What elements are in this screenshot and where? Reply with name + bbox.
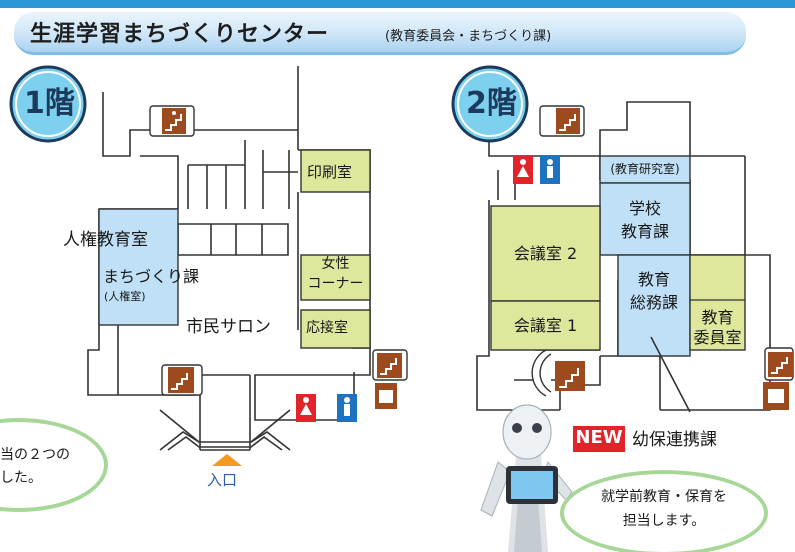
- room-machizukuri-sublabel: (人権室): [104, 290, 146, 303]
- new-dept-label: 幼保連携課: [632, 430, 717, 450]
- new-badge: [573, 426, 625, 452]
- room-reception-label: 応接室: [306, 320, 348, 336]
- toilet-male-icon: [337, 394, 357, 422]
- bubble-right-line2: 担当します。: [622, 513, 706, 529]
- room-conference-2: [490, 205, 601, 302]
- room-conference2-label: 会議室 2: [513, 244, 578, 263]
- room-conference-1: [490, 300, 601, 351]
- toilet-female-icon: [296, 394, 316, 422]
- new-badge-label: NEW: [575, 427, 623, 448]
- room-general-sublabel: 総務課: [629, 293, 678, 312]
- header-bar: [0, 0, 795, 8]
- room-school-label: 学校: [628, 199, 661, 218]
- toilet-female-icon: [513, 156, 533, 184]
- badge-floor1: [9, 65, 87, 143]
- room-reception: [300, 309, 371, 349]
- robot-figure: [480, 404, 573, 552]
- bubble-left-line2: した。: [0, 470, 42, 486]
- toilet-male-icon: [540, 156, 560, 184]
- room-board: [689, 254, 746, 351]
- room-school-sublabel: 教育課: [620, 222, 669, 241]
- room-machizukuri: [98, 208, 179, 326]
- room-human-rights-label: 人権教育室: [63, 230, 148, 250]
- room-women-sublabel: コーナー: [307, 276, 364, 292]
- leader-line: [650, 336, 691, 413]
- stairs-icon: [149, 105, 195, 137]
- bubble-right-line1: 就学前教育・保育を: [601, 489, 727, 505]
- elevator-icon: [763, 382, 789, 410]
- title-ribbon: [14, 12, 746, 55]
- room-printing-label: 印刷室: [307, 163, 353, 181]
- entrance-arrow: [212, 454, 242, 466]
- page-subtitle: (教育委員会・まちづくり課): [385, 29, 552, 44]
- badge-floor2: [451, 65, 529, 143]
- room-school-education: [599, 182, 691, 256]
- room-general-label: 教育: [637, 270, 670, 289]
- room-conference1-label: 会議室 1: [513, 316, 578, 335]
- stairs-icon: [764, 347, 794, 381]
- room-printing: [300, 149, 371, 193]
- room-women-corner: [300, 254, 371, 301]
- page-title: 生涯学習まちづくりセンター: [30, 22, 330, 47]
- bubble-left-line1: 当の２つの: [0, 447, 70, 463]
- floor2-badge-label: 2階: [466, 86, 517, 121]
- floor1-badge-label: 1階: [24, 86, 75, 121]
- stairs-icon: [539, 105, 585, 137]
- room-machizukuri-label: まちづくり課: [103, 267, 200, 286]
- spiral-stairs: [531, 349, 552, 397]
- stairs-icon: [555, 361, 585, 391]
- speech-bubble-right: [560, 470, 768, 552]
- stairs-icon: [372, 349, 408, 381]
- room-general-affairs: [617, 254, 691, 357]
- room-board-sublabel: 委員室: [693, 328, 742, 347]
- room-board-label: 教育: [701, 308, 734, 327]
- salon-label: 市民サロン: [186, 317, 271, 337]
- room-research-label: (教育研究室): [610, 162, 680, 176]
- entrance-label: 入口: [207, 471, 238, 489]
- stairs-icon: [161, 364, 203, 396]
- elevator-icon: [375, 383, 397, 409]
- room-women-label: 女性: [321, 256, 350, 272]
